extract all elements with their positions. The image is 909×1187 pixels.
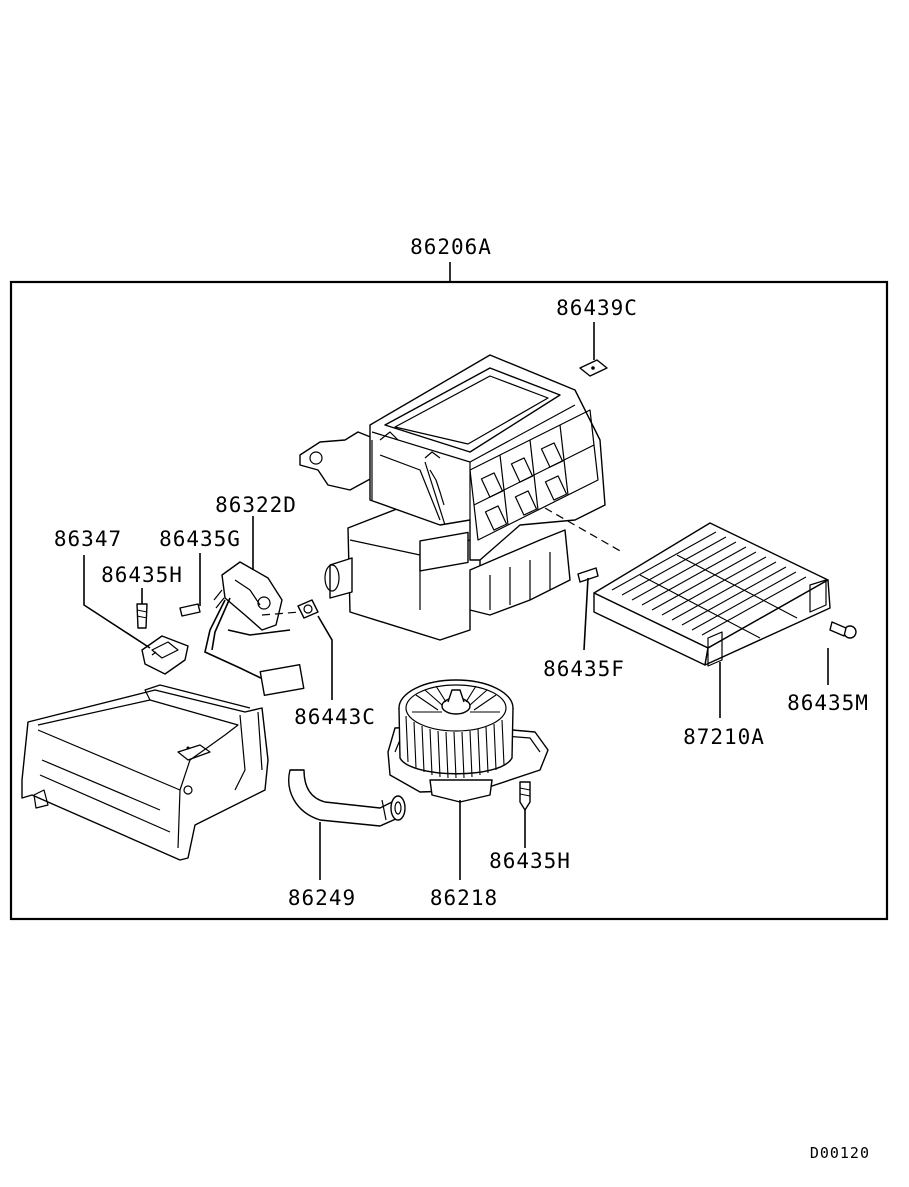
air-filter xyxy=(593,522,831,667)
screw-86435F xyxy=(577,567,599,651)
label-86249: 86249 xyxy=(288,886,356,910)
label-86347: 86347 xyxy=(54,527,122,551)
blower-fan xyxy=(387,679,549,803)
label-86435F: 86435F xyxy=(543,657,625,681)
screw-86435H-bottom xyxy=(519,781,531,848)
drawing-code: D00120 xyxy=(810,1144,870,1162)
screw-86435G xyxy=(179,553,201,617)
intake-duct xyxy=(21,684,269,861)
clip-86439C xyxy=(579,322,608,377)
label-86443C: 86443C xyxy=(294,705,376,729)
label-86435H-bottom: 86435H xyxy=(489,849,571,873)
drain-hose xyxy=(288,769,406,827)
wiring-harness xyxy=(204,561,305,696)
label-87210A: 87210A xyxy=(683,725,765,749)
screw-86435H-top xyxy=(136,588,148,629)
resistor-86347 xyxy=(141,635,189,675)
clip-86443C xyxy=(297,599,333,700)
label-86435G: 86435G xyxy=(159,527,241,551)
assembly-label: 86206A xyxy=(410,235,492,259)
label-86322D: 86322D xyxy=(215,493,297,517)
assembly-frame xyxy=(9,280,889,921)
label-86435H-top: 86435H xyxy=(101,563,183,587)
label-86439C: 86439C xyxy=(556,296,638,320)
blower-housing xyxy=(299,354,623,641)
label-86218: 86218 xyxy=(430,886,498,910)
screw-86435M xyxy=(827,621,857,685)
label-86435M: 86435M xyxy=(787,691,869,715)
